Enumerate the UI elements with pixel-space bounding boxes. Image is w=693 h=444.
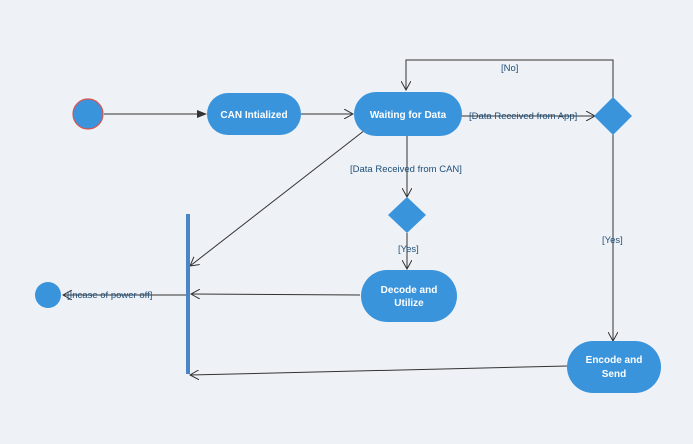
final-node[interactable]	[35, 282, 61, 308]
guard-yes-can: [Yes]	[398, 244, 419, 255]
guard-data-received-from-can: [Data Received from CAN]	[350, 164, 462, 175]
decode-label-line1: Decode and	[381, 285, 438, 296]
edge-encode-to-fork	[190, 365, 568, 375]
join-bar[interactable]	[186, 214, 190, 374]
guard-data-received-from-app: [Data Received from App]	[469, 111, 577, 122]
action-waiting-for-data[interactable]: Waiting for Data	[354, 92, 462, 136]
guard-incase-of-power-off: [Incase of power off]	[67, 290, 152, 301]
guard-no: [No]	[501, 63, 518, 74]
action-encode-and-send[interactable]: Encode and Send	[567, 341, 661, 393]
action-decode-and-utilize[interactable]: Decode and Utilize	[361, 270, 457, 322]
decode-label-line2: Utilize	[394, 298, 424, 309]
encode-label-line1: Encode and	[586, 355, 643, 366]
encode-label-line2: Send	[602, 369, 626, 380]
guard-yes-app: [Yes]	[602, 235, 623, 246]
edge-no-loop-back	[406, 59, 614, 98]
edge-decode-to-fork	[191, 294, 361, 295]
can-initialized-label: CAN Intialized	[220, 110, 287, 121]
edge-waiting-to-fork	[190, 129, 366, 266]
initial-node[interactable]	[72, 98, 104, 130]
action-can-initialized[interactable]: CAN Intialized	[207, 93, 301, 135]
waiting-for-data-label: Waiting for Data	[370, 110, 447, 121]
decision-data-from-app[interactable]	[594, 97, 632, 135]
decision-data-from-can[interactable]	[388, 197, 426, 233]
